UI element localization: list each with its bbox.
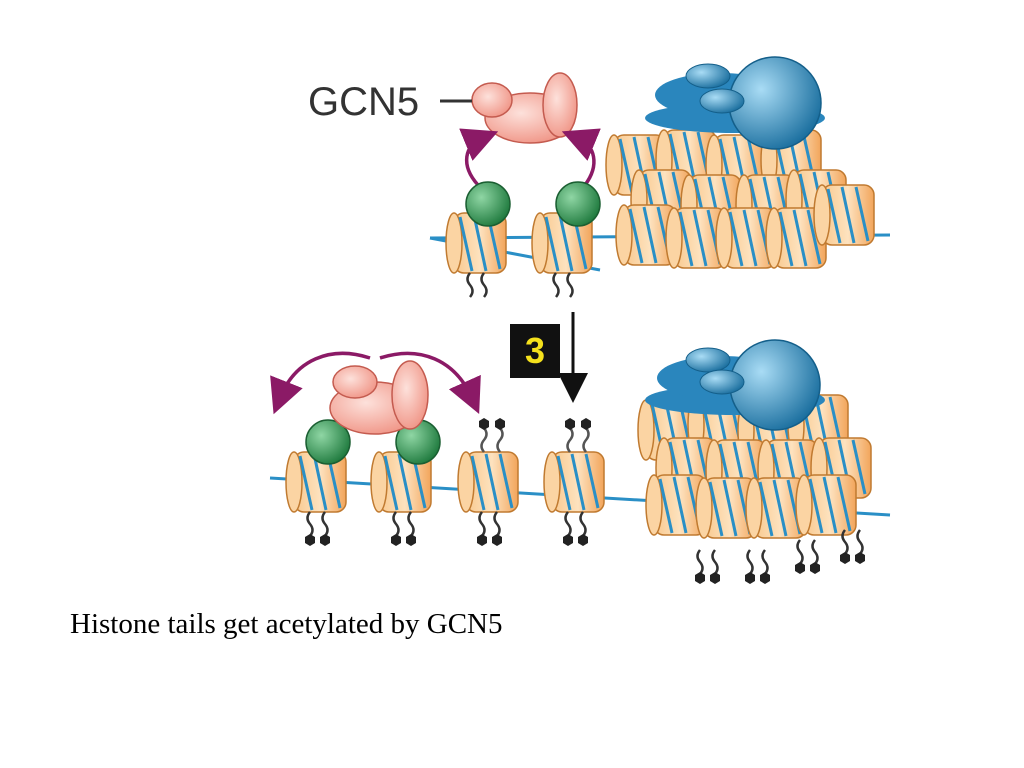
acetylation-arrow-right bbox=[379, 351, 481, 414]
gcn5-complex-icon bbox=[329, 360, 429, 435]
bound-protein-icon bbox=[555, 181, 601, 227]
acetylation-arrow-left bbox=[270, 351, 371, 415]
nucleosome-icon bbox=[542, 450, 606, 514]
gcn5-complex-icon bbox=[471, 72, 578, 144]
figure-caption: Histone tails get acetylated by GCN5 bbox=[70, 608, 503, 640]
top-panel bbox=[429, 56, 891, 299]
recruit-arrow-left bbox=[459, 128, 499, 187]
bound-protein-icon bbox=[305, 419, 351, 465]
gcn5-label: GCN5 bbox=[308, 80, 420, 124]
bound-protein-icon bbox=[465, 181, 511, 227]
bottom-panel bbox=[269, 339, 891, 586]
acetylation-diagram bbox=[269, 56, 891, 586]
step-badge: 3 bbox=[510, 324, 560, 378]
chromatin-remodeler-icon bbox=[645, 56, 825, 150]
chromatin-remodeler-icon bbox=[645, 339, 825, 431]
compact-chromatin bbox=[604, 128, 876, 270]
nucleosome-icon bbox=[456, 450, 520, 514]
recruit-arrow-right bbox=[561, 128, 601, 187]
histone-tail-icon bbox=[466, 271, 574, 299]
